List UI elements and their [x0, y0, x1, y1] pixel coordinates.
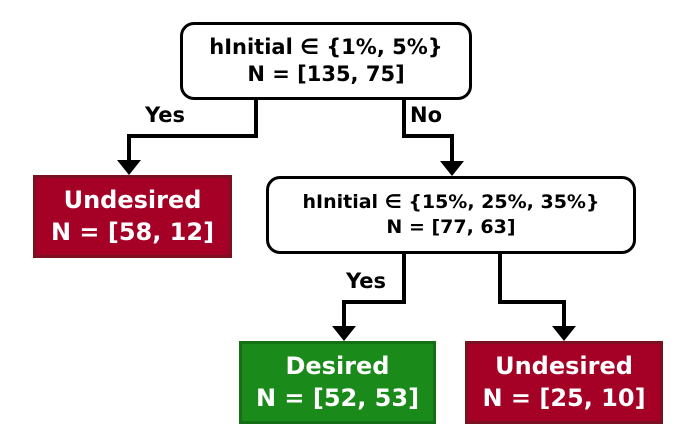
root-condition: hInitial ∈ {1%, 5%}: [209, 34, 443, 59]
arrowhead-inner-yes: [332, 326, 356, 341]
leaf-counts: N = [25, 10]: [482, 383, 646, 412]
edge-label-yes-inner: Yes: [346, 269, 387, 293]
arrowhead-root-yes: [117, 160, 141, 175]
leaf-node-undesired-left: Undesired N = [58, 12]: [33, 175, 232, 258]
root-split-node: hInitial ∈ {1%, 5%} N = [135, 75]: [180, 22, 472, 100]
edge-label-no-root: No: [410, 103, 443, 127]
edge-root-no: [402, 100, 454, 163]
leaf-counts: N = [58, 12]: [50, 217, 215, 246]
leaf-label: Undesired: [495, 352, 633, 381]
inner-counts: N = [77, 63]: [386, 216, 516, 238]
edge-inner-yes: [342, 254, 406, 329]
edge-label-yes-root: Yes: [145, 103, 186, 127]
arrowhead-root-no: [440, 161, 464, 176]
leaf-label: Undesired: [63, 186, 202, 215]
leaf-label: Desired: [285, 352, 390, 381]
root-counts: N = [135, 75]: [247, 62, 405, 86]
leaf-counts: N = [52, 53]: [255, 383, 420, 412]
arrowhead-inner-no: [552, 326, 576, 341]
leaf-node-undesired-right: Undesired N = [25, 10]: [465, 341, 663, 424]
edge-inner-no: [498, 254, 566, 329]
leaf-node-desired: Desired N = [52, 53]: [239, 341, 436, 424]
edge-root-yes: [127, 100, 258, 163]
inner-condition: hInitial ∈ {15%, 25%, 35%}: [302, 191, 600, 214]
inner-split-node: hInitial ∈ {15%, 25%, 35%} N = [77, 63]: [266, 176, 636, 254]
